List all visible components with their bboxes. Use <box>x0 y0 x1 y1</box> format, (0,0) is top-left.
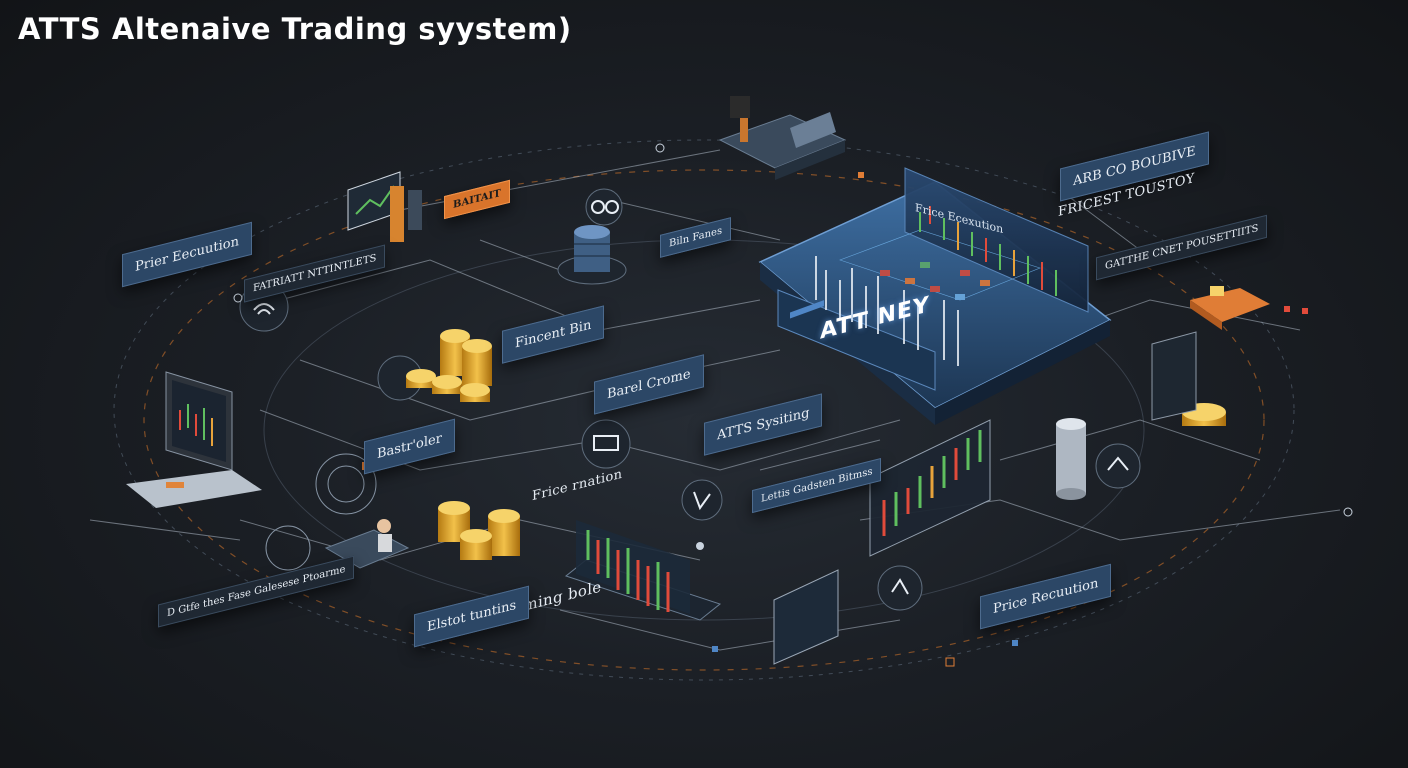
central-platform <box>758 167 1112 425</box>
orange-device <box>1190 286 1308 330</box>
candle-chart-right <box>869 419 991 557</box>
back-screen-candles <box>919 206 1057 296</box>
database-cylinder <box>1056 418 1086 500</box>
candle-chart-bottom <box>564 520 722 621</box>
tablet-icon <box>773 300 839 665</box>
laptop-icon <box>126 371 262 508</box>
coin-stack-center-left <box>406 329 492 402</box>
connector-nodes <box>233 143 1353 611</box>
server-stack <box>557 225 627 285</box>
workstation-top <box>718 96 847 180</box>
presentation-board <box>347 171 422 242</box>
coin-stacks <box>406 329 1226 560</box>
node-glyphs <box>253 200 1129 595</box>
platform-bars <box>815 256 959 366</box>
phone-icon <box>1151 331 1197 421</box>
page-title: ATTS Altenaive Trading syystem) <box>18 12 572 46</box>
coin-stack-bottom <box>438 501 520 560</box>
